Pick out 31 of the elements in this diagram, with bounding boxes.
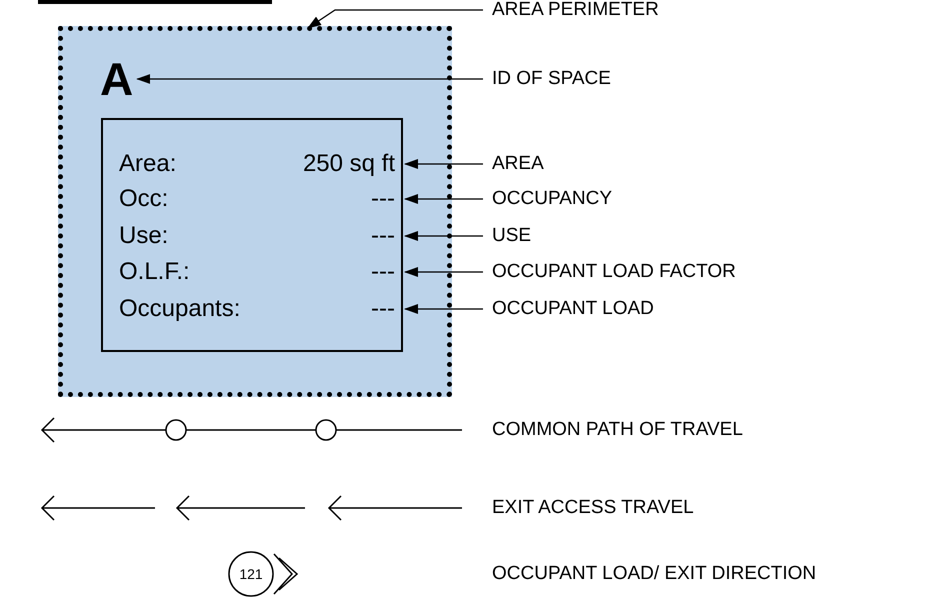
field-label: Area: (118, 149, 176, 179)
field-label: Occupants: (118, 294, 240, 324)
leader-line (136, 74, 483, 84)
field-value: 250 sq ft (302, 149, 396, 179)
legend-label: EXIT ACCESS TRAVEL (492, 496, 694, 520)
occupant-load-number: 121 (238, 565, 264, 584)
callout-label: OCCUPANCY (492, 187, 612, 211)
field-value: --- (371, 184, 396, 214)
legend-label: OCCUPANT LOAD/ EXIT DIRECTION (492, 562, 816, 586)
field-label: Use: (118, 221, 168, 251)
field-label: Occ: (118, 184, 168, 214)
leader-line (404, 159, 483, 169)
field-value: --- (371, 221, 396, 251)
callout-label: OCCUPANT LOAD (492, 297, 654, 321)
legend-label: COMMON PATH OF TRAVEL (492, 418, 743, 442)
callout-label: OCCUPANT LOAD FACTOR (492, 260, 736, 284)
space-id: A (100, 57, 134, 101)
field-value: --- (371, 257, 396, 287)
leader-line (307, 9, 483, 29)
field-label: O.L.F.: (118, 257, 190, 287)
info-box (101, 118, 403, 352)
callout-label: AREA (492, 152, 544, 176)
leader-line (404, 267, 483, 277)
leader-line (404, 194, 483, 204)
field-value: --- (371, 294, 396, 324)
callout-label: AREA PERIMETER (492, 0, 659, 22)
leader-line (404, 304, 483, 314)
callout-label: USE (492, 224, 532, 248)
callout-label: ID OF SPACE (492, 67, 611, 91)
area-perimeter-box (58, 26, 452, 397)
leader-line (404, 231, 483, 241)
